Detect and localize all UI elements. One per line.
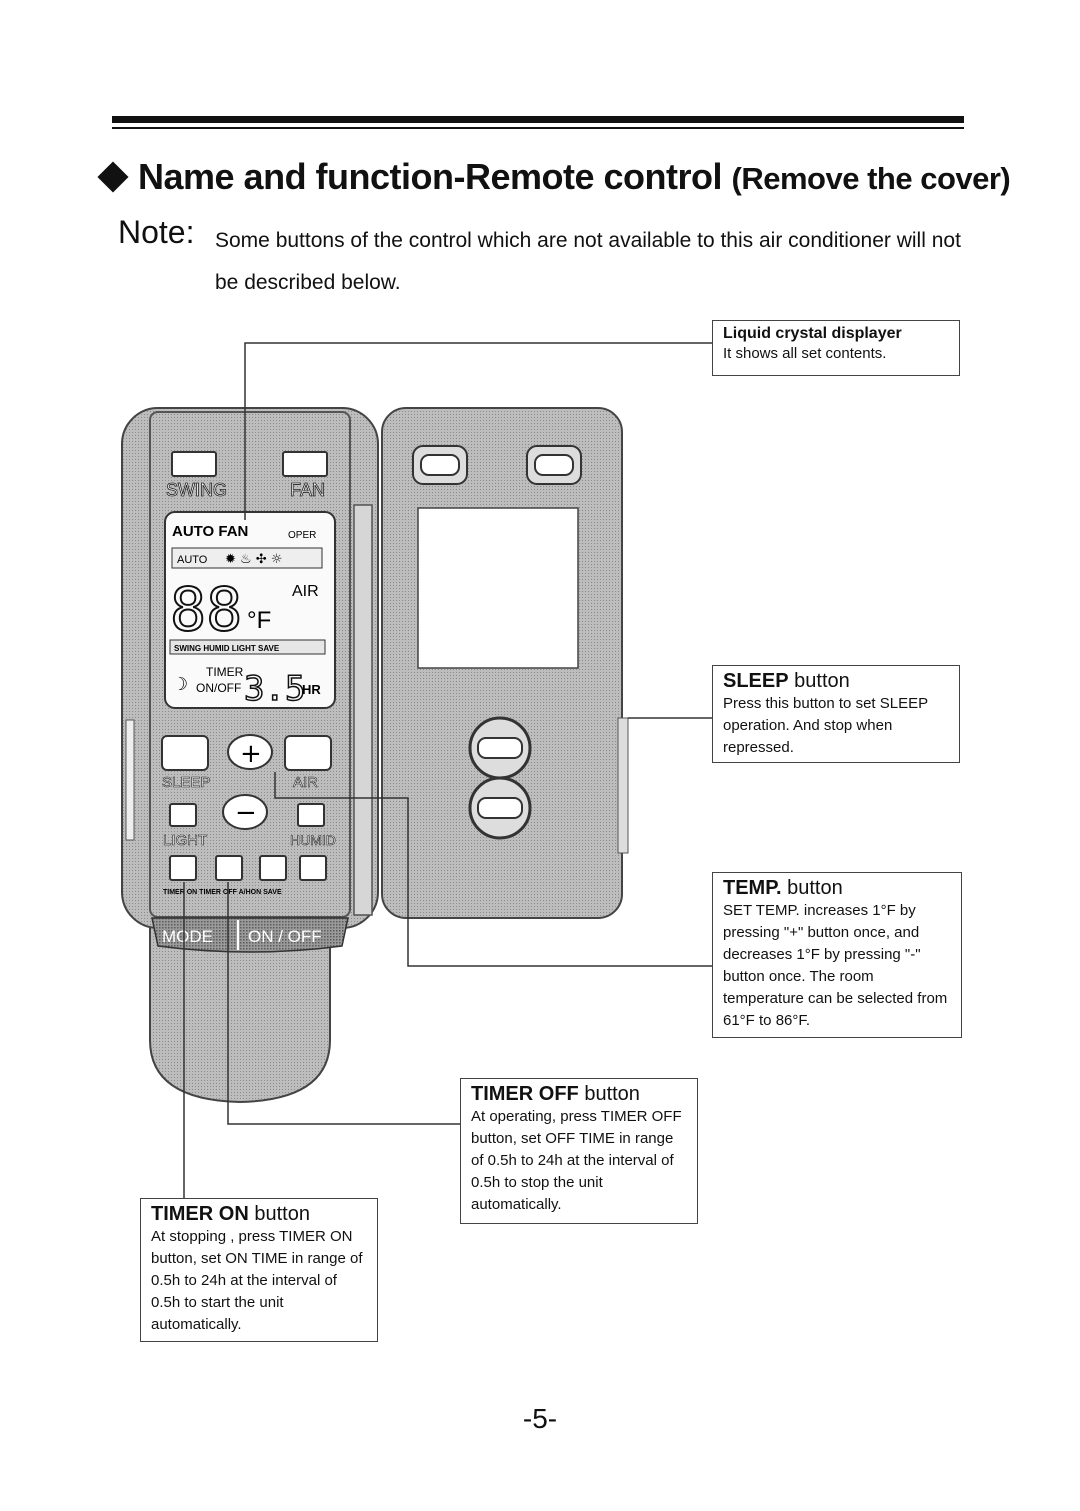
fan-button bbox=[282, 451, 328, 477]
bottom-labels: TIMER ON TIMER OFF A/HON SAVE bbox=[163, 889, 282, 896]
callout-lcd-title: Liquid crystal displayer bbox=[723, 325, 902, 342]
callout-timer-on: TIMER ON button At stopping , press TIME… bbox=[140, 1198, 378, 1342]
air-button bbox=[284, 735, 332, 771]
humid-button bbox=[297, 803, 325, 827]
page-title: Name and function-Remote control (Remove… bbox=[96, 156, 1011, 198]
callout-timer-off-body: At operating, press TIMER OFF button, se… bbox=[471, 1108, 682, 1213]
title-sub: (Remove the cover) bbox=[731, 161, 1011, 196]
callout-sleep-body: Press this button to set SLEEP operation… bbox=[723, 695, 928, 756]
minus-icon: − bbox=[235, 798, 257, 828]
callout-timer-on-body: At stopping , press TIMER ON button, set… bbox=[151, 1228, 363, 1333]
leader-lines bbox=[183, 342, 712, 1198]
header-rule-thin bbox=[112, 127, 964, 129]
timer-on-button bbox=[169, 855, 197, 881]
humid-label: HUMID bbox=[290, 832, 336, 848]
callout-lcd-body: It shows all set contents. bbox=[723, 345, 887, 362]
lcd-oper: OPER bbox=[288, 530, 316, 541]
lcd-bar: SWING HUMID LIGHT SAVE bbox=[174, 644, 280, 653]
callout-temp-title: TEMP. bbox=[723, 877, 782, 899]
note-label: Note: bbox=[118, 214, 195, 250]
lcd-mode-icons: ✹ ♨ ✣ ☼ bbox=[225, 552, 283, 567]
plus-icon: + bbox=[240, 739, 262, 769]
page-number: -5- bbox=[522, 1403, 558, 1434]
swing-button bbox=[171, 451, 217, 477]
lcd-deg: °F bbox=[247, 607, 271, 634]
sleep-button bbox=[161, 735, 209, 771]
lcd-temp-digits: 88 bbox=[170, 575, 242, 645]
temp-plus-button bbox=[227, 734, 273, 770]
callout-timer-off: TIMER OFF button At operating, press TIM… bbox=[460, 1078, 698, 1224]
lcd-hr: HR bbox=[302, 682, 321, 697]
light-button bbox=[169, 803, 197, 827]
callout-timer-on-title: TIMER ON bbox=[151, 1203, 249, 1225]
timer-off-button bbox=[215, 855, 243, 881]
light-label: LIGHT bbox=[163, 832, 207, 849]
title-main: Name and function-Remote control bbox=[138, 156, 723, 197]
lcd-timer-value: 3.5 bbox=[244, 669, 305, 709]
callout-sleep-title: SLEEP bbox=[723, 670, 789, 692]
mode-onoff-bar bbox=[151, 917, 349, 953]
swing-label: SWING bbox=[166, 480, 227, 500]
sleep-label: SLEEP bbox=[162, 774, 210, 791]
callout-sleep: SLEEP button Press this button to set SL… bbox=[712, 665, 960, 763]
callout-temp-body: SET TEMP. increases 1°F by pressing "+" … bbox=[723, 902, 948, 1029]
callout-sleep-suffix: button bbox=[788, 670, 850, 692]
callout-temp: TEMP. button SET TEMP. increases 1°F by … bbox=[712, 872, 962, 1038]
cover-window bbox=[417, 507, 579, 669]
callout-temp-suffix: button bbox=[781, 877, 843, 899]
ahon-button bbox=[259, 855, 287, 881]
callout-timer-off-suffix: button bbox=[578, 1083, 640, 1105]
onoff-label: ON / OFF bbox=[248, 927, 322, 946]
header-rule-thick bbox=[112, 116, 964, 123]
temp-minus-button bbox=[222, 794, 268, 830]
lcd-auto-fan: AUTO FAN bbox=[172, 523, 248, 540]
moon-icon: ☽ bbox=[172, 674, 188, 695]
lcd-timer: TIMER bbox=[206, 665, 244, 679]
fan-label: FAN bbox=[290, 480, 325, 500]
callout-lcd: Liquid crystal displayer It shows all se… bbox=[712, 320, 960, 376]
lcd-auto: AUTO bbox=[177, 554, 208, 566]
callout-timer-off-title: TIMER OFF bbox=[471, 1083, 579, 1105]
note-text: Some buttons of the control which are no… bbox=[215, 229, 961, 294]
save-button bbox=[299, 855, 327, 881]
lcd-onoff: ON/OFF bbox=[196, 681, 241, 695]
mode-label: MODE bbox=[162, 927, 213, 946]
lcd-air: AIR bbox=[292, 583, 319, 600]
air-label: AIR bbox=[293, 774, 318, 791]
callout-timer-on-suffix: button bbox=[248, 1203, 310, 1225]
